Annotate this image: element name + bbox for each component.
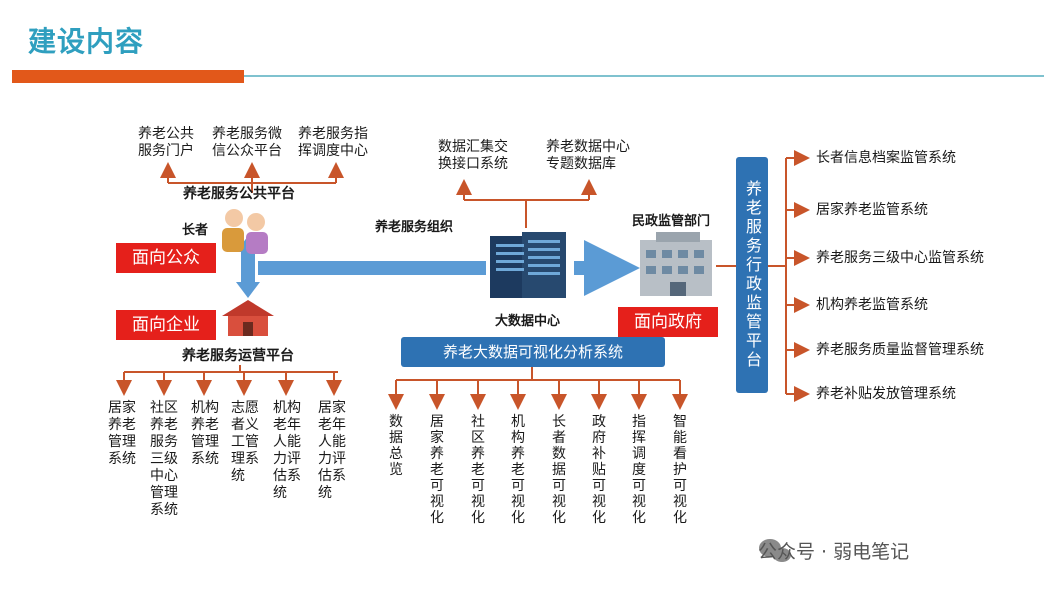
gov-system-institution: 机构养老监管系统 [816,297,928,313]
vis-item-subsidy: 政府补贴可视化 [592,414,606,526]
vis-item-institution: 机构养老可视化 [511,414,525,526]
gov-system-quality: 养老服务质量监督管理系统 [816,342,984,358]
vis-item-elder-data: 长者数据可视化 [552,414,566,526]
analysis-system-bar: 养老大数据可视化分析系统 [401,337,665,367]
vis-item-dispatch: 指挥调度可视化 [632,414,646,526]
audience-public-badge: 面向公众 [116,243,216,273]
dc-item-exchange: 数据汇集交 换接口系统 [438,139,508,172]
elder-people-icon [222,209,268,254]
vis-item-overview: 数据总览 [389,414,403,478]
admin-platform-box: 养老服务行政监管平台 [736,157,768,393]
server-icon [490,232,566,298]
public-item-portal: 养老公共 服务门户 [138,126,194,159]
public-item-wechat: 养老服务微 信公众平台 [212,126,282,159]
data-center-label: 大数据中心 [495,314,561,329]
elder-label: 长者 [182,223,209,238]
dc-item-database: 养老数据中心 专题数据库 [546,139,630,172]
title-underline-accent [12,70,244,83]
vis-item-smart-care: 智能看护可视化 [673,414,687,526]
admin-platform-label: 养老服务行政监管平台 [743,180,762,370]
government-building-icon [640,232,712,296]
watermark: 公众号 · 弱电笔记 [758,541,910,563]
enterprise-house-icon [222,300,274,336]
ops-item-institution: 机构 养老 管理 系统 [191,400,219,467]
ops-item-institution-assessment: 机构 老年 人能 力评 估系 统 [273,400,301,501]
service-org-label: 养老服务组织 [375,220,454,235]
gov-dept-label: 民政监管部门 [632,214,711,229]
public-platform-label: 养老服务公共平台 [183,186,295,202]
gov-system-three-level: 养老服务三级中心监管系统 [816,250,984,266]
vis-item-community: 社区养老可视化 [471,414,485,526]
audience-enterprise-badge: 面向企业 [116,310,216,340]
gov-system-home-care: 居家养老监管系统 [816,202,928,218]
audience-government-badge: 面向政府 [618,307,718,337]
gov-system-subsidy: 养老补贴发放管理系统 [816,386,956,402]
public-item-dispatch: 养老服务指 挥调度中心 [298,126,368,159]
gov-system-archive: 长者信息档案监管系统 [816,150,956,166]
title-underline-rule [244,75,1044,77]
page-title: 建设内容 [28,25,145,58]
ops-item-home-care: 居家 养老 管理 系统 [108,400,136,467]
ops-item-volunteer: 志愿 者义 工管 理系 统 [231,400,259,484]
ops-item-community: 社区 养老 服务 三级 中心 管理 系统 [150,400,178,518]
vis-item-home-care: 居家养老可视化 [430,414,444,526]
ops-platform-label: 养老服务运营平台 [182,348,294,364]
ops-item-home-assessment: 居家 老年 人能 力评 估系 统 [318,400,346,501]
wechat-icon [759,539,791,562]
